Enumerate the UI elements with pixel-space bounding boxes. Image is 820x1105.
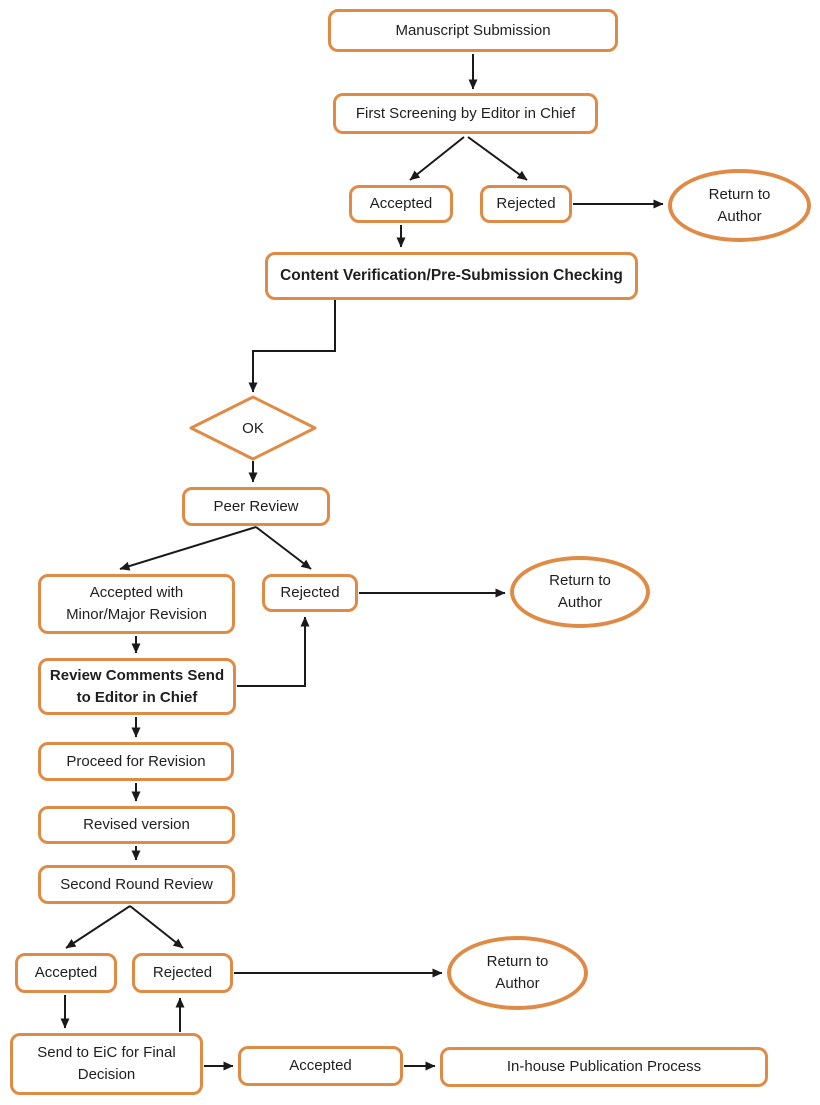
node-proceed-for-revision: Proceed for Revision xyxy=(38,742,234,781)
node-return-to-author-3: Return to Author xyxy=(447,936,588,1010)
node-accepted-with-revision: Accepted with Minor/Major Revision xyxy=(38,574,235,634)
node-accepted-3: Accepted xyxy=(238,1046,403,1086)
edge-peer-to-accepted-rev xyxy=(119,526,257,571)
node-accepted-2: Accepted xyxy=(15,953,117,993)
node-rejected-3: Rejected xyxy=(132,953,233,993)
node-return-to-author-1: Return to Author xyxy=(668,169,811,242)
node-send-to-eic: Send to EiC for Final Decision xyxy=(10,1033,203,1095)
edge-peer-to-rejected2 xyxy=(255,526,312,570)
node-second-round-review: Second Round Review xyxy=(38,865,235,904)
node-manuscript-submission: Manuscript Submission xyxy=(328,9,618,52)
edge-screening-to-rejected xyxy=(467,136,528,181)
node-accepted-1: Accepted xyxy=(349,185,453,223)
node-revised-version: Revised version xyxy=(38,806,235,844)
edge-secondround-to-rejected3 xyxy=(129,905,184,949)
node-rejected-2: Rejected xyxy=(262,574,358,612)
edge-comments-to-rejected2 xyxy=(237,616,310,687)
edge-screening-to-accepted xyxy=(409,136,465,181)
edge-content-to-ok xyxy=(248,300,336,393)
edge-secondround-to-accepted2 xyxy=(65,905,131,949)
node-review-comments: Review Comments Send to Editor in Chief xyxy=(38,658,236,715)
node-peer-review: Peer Review xyxy=(182,487,330,526)
node-content-verification: Content Verification/Pre-Submission Chec… xyxy=(265,252,638,300)
node-return-to-author-2: Return to Author xyxy=(510,556,650,628)
ok-decision-diamond xyxy=(189,395,317,461)
node-ok-decision-label: OK xyxy=(242,419,264,437)
node-first-screening: First Screening by Editor in Chief xyxy=(333,93,598,134)
node-rejected-1: Rejected xyxy=(480,185,572,223)
node-inhouse-publication: In-house Publication Process xyxy=(440,1047,768,1087)
